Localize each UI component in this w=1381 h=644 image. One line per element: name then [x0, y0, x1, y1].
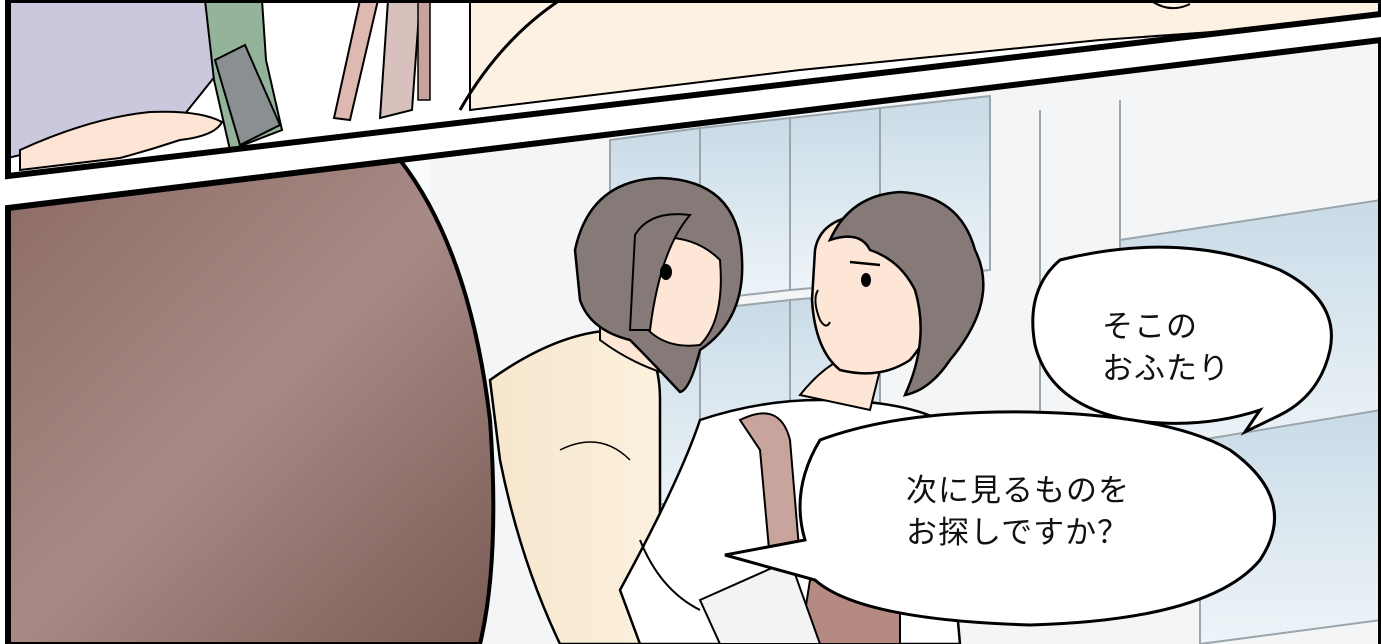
speech-text-1: そこの おふたり	[1102, 306, 1230, 390]
speech-bubble-1	[1031, 245, 1333, 436]
speech-line: おふたり	[1102, 351, 1230, 387]
speech-bubble-2	[724, 410, 1276, 627]
speech-line: そこの	[1102, 309, 1198, 345]
bottom-panel-border	[5, 36, 1381, 644]
girl-figure	[488, 176, 744, 644]
hand	[19, 110, 224, 172]
top-panel-border	[5, 0, 1381, 180]
boy-hair	[827, 190, 985, 397]
brown-coat-figure	[8, 157, 496, 644]
cream-torso	[469, 0, 1381, 112]
speech-line: お探しですか？	[906, 515, 1130, 551]
speech-text-2: 次に見るものを お探しですか？	[906, 470, 1130, 554]
speech-line: 次に見るものを	[906, 473, 1130, 509]
